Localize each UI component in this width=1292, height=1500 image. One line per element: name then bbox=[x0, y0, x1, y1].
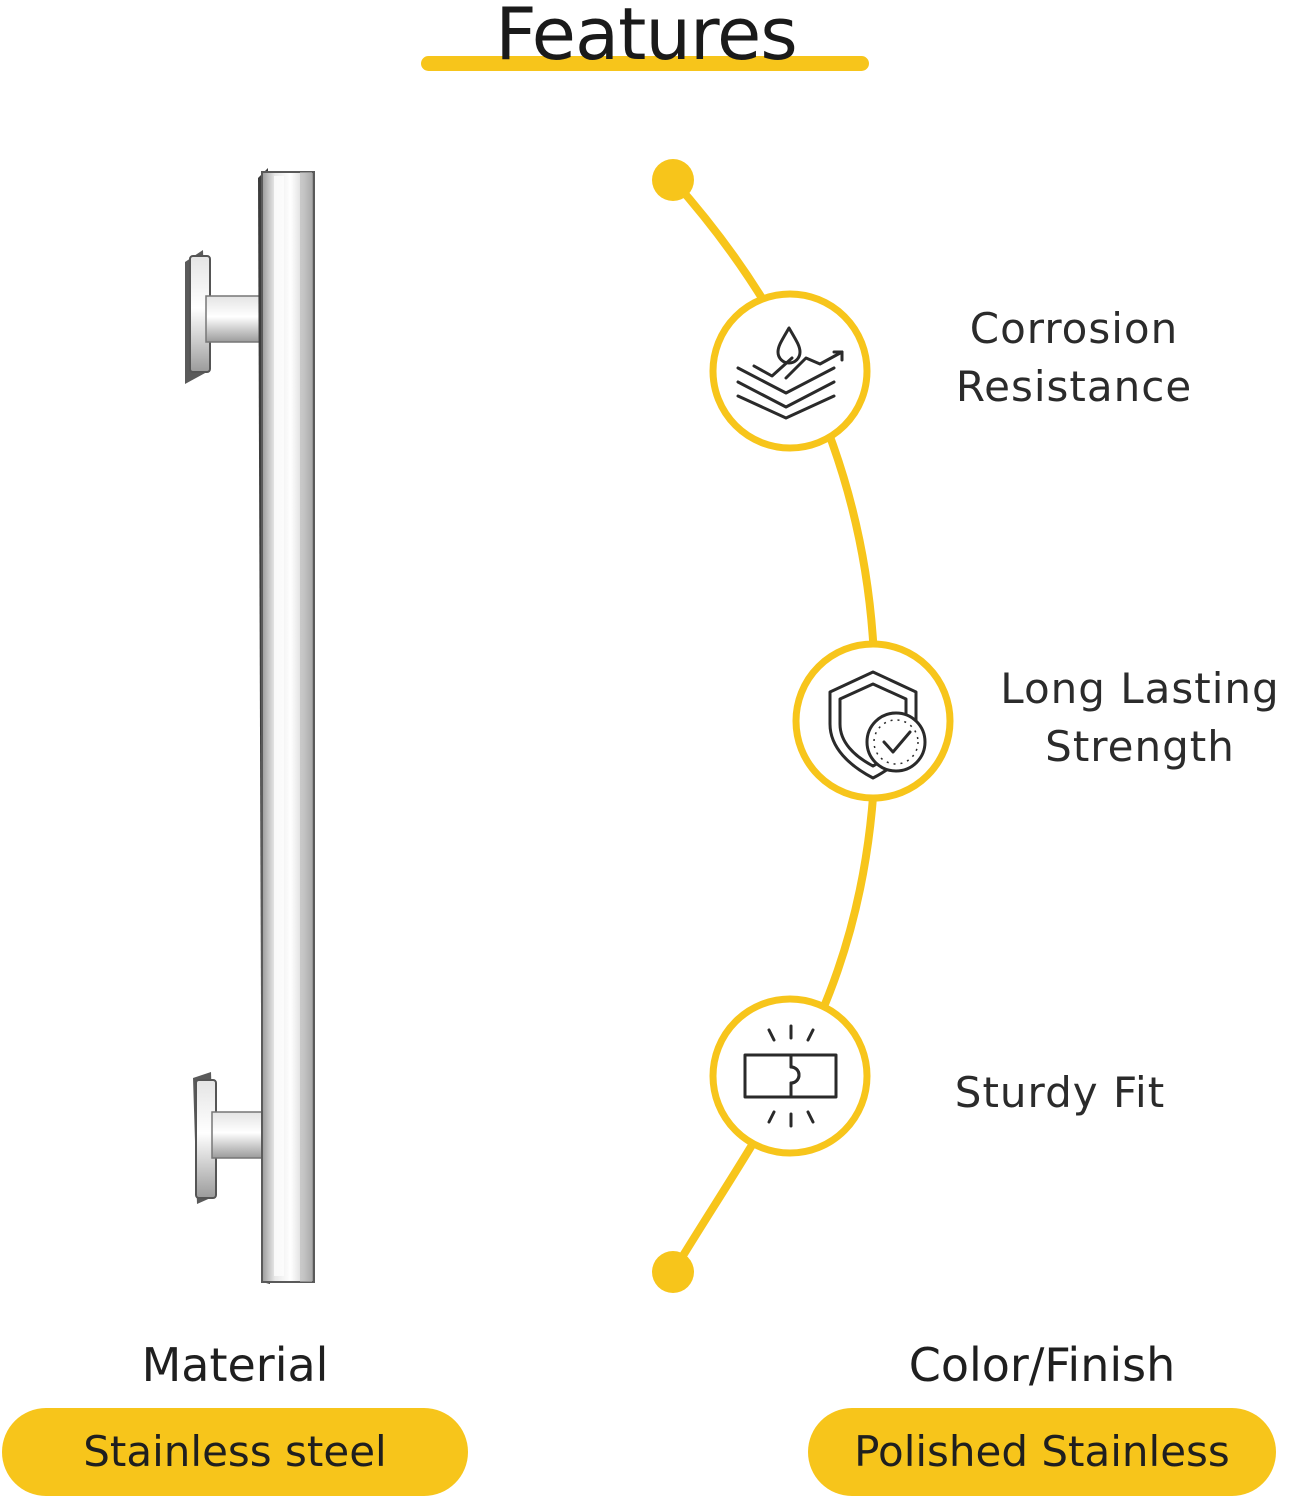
feature-label-line: Corrosion bbox=[969, 304, 1179, 353]
material-label: Material bbox=[141, 1338, 329, 1392]
shield-clock-icon bbox=[792, 640, 954, 802]
timeline-end-dot bbox=[652, 1251, 694, 1293]
feature-label-line: Resistance bbox=[955, 362, 1193, 411]
sturdy-fit-icon bbox=[709, 995, 871, 1157]
timeline-start-dot bbox=[652, 159, 694, 201]
feature-label-line: Long Lasting bbox=[1000, 664, 1280, 713]
feature-label-corrosion: Corrosion Resistance bbox=[924, 300, 1224, 416]
corrosion-resistance-icon bbox=[709, 290, 871, 452]
door-handle-image bbox=[185, 168, 315, 1284]
page-title: Features bbox=[495, 0, 798, 76]
title-underline bbox=[421, 56, 869, 71]
feature-label-strength: Long Lasting Strength bbox=[985, 660, 1292, 776]
feature-label-line: Strength bbox=[1045, 722, 1235, 771]
feature-label-sturdy-fit: Sturdy Fit bbox=[920, 1064, 1200, 1122]
feature-label-line: Sturdy Fit bbox=[954, 1068, 1166, 1117]
finish-value-pill: Polished Stainless bbox=[808, 1408, 1276, 1496]
finish-label: Color/Finish bbox=[908, 1338, 1176, 1392]
material-value-pill: Stainless steel bbox=[2, 1408, 468, 1496]
